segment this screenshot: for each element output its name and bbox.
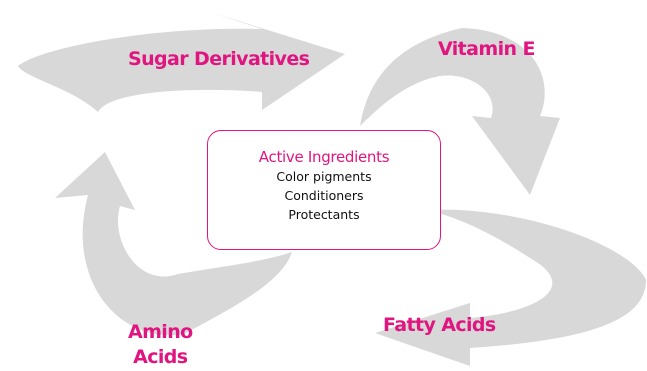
ingredient-item-protectants: Protectants [288, 207, 360, 222]
label-vitamin-e: Vitamin E [438, 38, 535, 60]
arrow-vitamin-to-fatty [360, 28, 560, 195]
ingredient-item-conditioners: Conditioners [284, 188, 364, 203]
active-ingredients-box: Active Ingredients Color pigments Condit… [207, 130, 441, 250]
label-amino-acids: Amino Acids [128, 320, 193, 370]
active-ingredients-title: Active Ingredients [258, 148, 390, 166]
arrow-sugar-to-vitamin [18, 12, 345, 112]
ingredient-item-color-pigments: Color pigments [276, 169, 372, 184]
label-amino-line2: Acids [133, 346, 188, 368]
label-amino-line1: Amino [128, 321, 193, 343]
label-sugar-derivatives: Sugar Derivatives [128, 48, 310, 70]
arrow-amino-to-sugar [55, 152, 292, 336]
arrow-fatty-to-amino [375, 209, 646, 366]
label-fatty-acids: Fatty Acids [383, 314, 496, 336]
